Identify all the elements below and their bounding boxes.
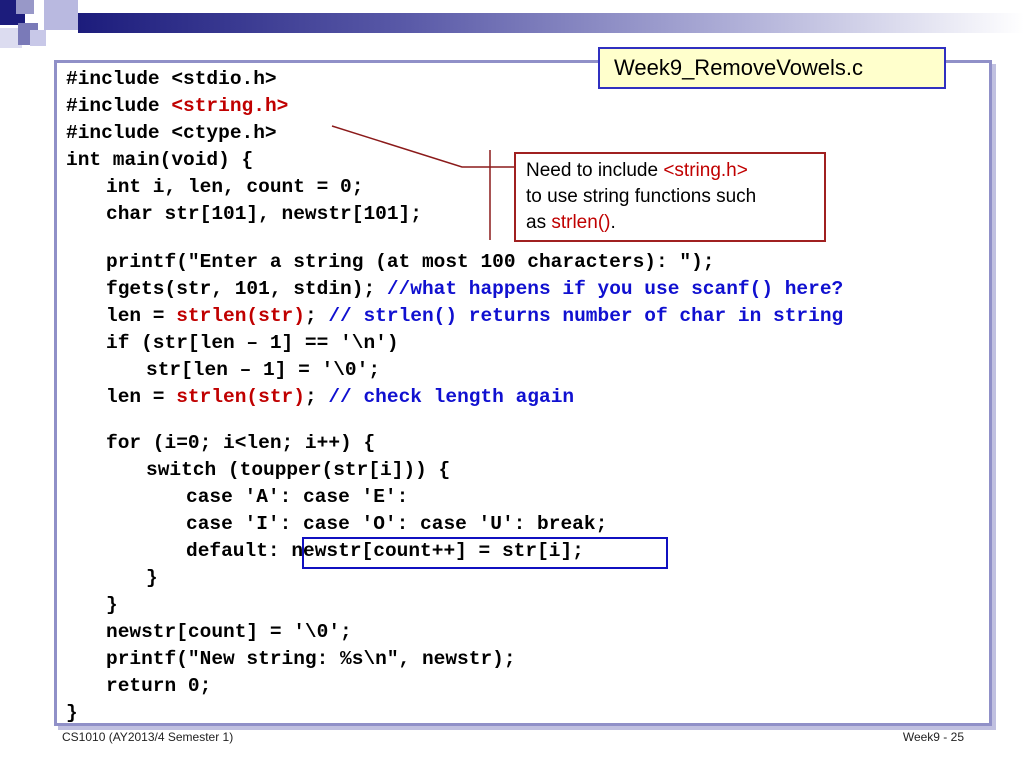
code-line: len = strlen(str); // check length again	[106, 384, 574, 411]
code-line: printf("Enter a string (at most 100 char…	[106, 251, 715, 273]
decor-square	[0, 28, 22, 48]
code-highlight: <string.h>	[171, 95, 289, 117]
callout-note: Need to include <string.h> to use string…	[514, 152, 826, 242]
code-text: default:	[186, 540, 292, 562]
code-line: int main(void) {	[66, 149, 254, 171]
code-line: case 'I': case 'O': case 'U': break;	[186, 513, 608, 535]
code-line: #include <string.h>	[66, 93, 288, 120]
code-text: ;	[304, 386, 329, 408]
callout-text: .	[610, 212, 616, 233]
code-line: fgets(str, 101, stdin); //what happens i…	[106, 276, 843, 303]
code-highlight: strlen(str)	[176, 386, 305, 408]
code-text: #include	[66, 95, 172, 117]
footer-page-number: Week9 - 25	[902, 730, 964, 744]
code-line: default: newstr[count++] = str[i];	[186, 538, 584, 565]
code-listing: #include <stdio.h> #include <string.h> #…	[66, 66, 843, 724]
highlight-box	[302, 537, 668, 569]
file-title: Week9_RemoveVowels.c	[598, 47, 946, 89]
code-line: if (str[len – 1] == '\n')	[106, 332, 399, 354]
code-text: len =	[106, 305, 177, 327]
code-line: printf("New string: %s\n", newstr);	[106, 648, 516, 670]
callout-line-3: as strlen().	[526, 210, 824, 236]
code-comment: // strlen() returns number of char in st…	[328, 305, 844, 327]
callout-text: as	[526, 212, 552, 233]
code-line: str[len – 1] = '\0';	[146, 359, 381, 381]
code-comment: // check length again	[328, 386, 575, 408]
code-line: }	[106, 594, 118, 616]
callout-highlight: strlen()	[551, 212, 611, 233]
code-text: len =	[106, 386, 177, 408]
code-line: return 0;	[106, 675, 212, 697]
code-line: char str[101], newstr[101];	[106, 203, 422, 225]
callout-line-1: Need to include <string.h>	[526, 158, 824, 184]
code-line: len = strlen(str); // strlen() returns n…	[106, 303, 843, 330]
code-text: fgets(str, 101, stdin);	[106, 278, 387, 300]
decor-square	[30, 30, 46, 46]
decor-square	[16, 0, 34, 14]
code-line: #include <stdio.h>	[66, 68, 277, 90]
code-line: for (i=0; i<len; i++) {	[106, 432, 376, 454]
decor-square	[44, 0, 78, 30]
code-boxed-statement: newstr[count++] = str[i];	[291, 540, 584, 562]
code-line: int i, len, count = 0;	[106, 176, 364, 198]
callout-text: Need to include	[526, 160, 664, 181]
code-line: }	[146, 567, 158, 589]
code-line: case 'A': case 'E':	[186, 486, 409, 508]
code-highlight: strlen(str)	[176, 305, 305, 327]
code-line: }	[66, 702, 78, 724]
callout-line-2: to use string functions such	[526, 186, 757, 207]
footer-course: CS1010 (AY2013/4 Semester 1)	[62, 730, 234, 744]
code-line: #include <ctype.h>	[66, 122, 277, 144]
code-line: switch (toupper(str[i])) {	[146, 459, 451, 481]
code-panel	[54, 60, 992, 726]
code-comment: //what happens if you use scanf() here?	[386, 278, 844, 300]
callout-highlight: <string.h>	[663, 160, 748, 181]
header-gradient-bar	[78, 13, 1024, 33]
code-line: newstr[count] = '\0';	[106, 621, 352, 643]
code-text: ;	[304, 305, 329, 327]
